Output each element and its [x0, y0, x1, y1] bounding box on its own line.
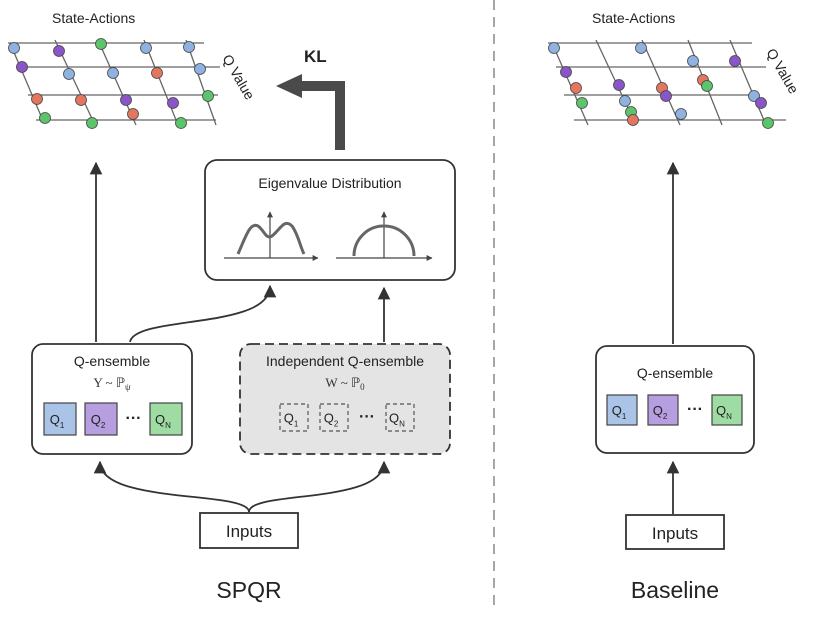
spqr-inputs-box: Inputs — [199, 512, 299, 549]
independent-q-box-1 — [279, 403, 309, 432]
state-action-node — [31, 93, 43, 105]
spqr-inputs-label: Inputs — [226, 522, 272, 541]
state-action-node — [660, 90, 672, 102]
state-action-node — [619, 95, 631, 107]
independent-ellipsis: ··· — [359, 409, 375, 426]
state-action-node — [120, 94, 132, 106]
state-action-node — [576, 97, 588, 109]
spqr-state-actions-label: State-Actions — [52, 10, 135, 26]
state-action-node — [63, 68, 75, 80]
spqr-q-box-label-3: QN — [155, 412, 171, 430]
state-action-node — [675, 108, 687, 120]
state-action-node — [39, 112, 51, 124]
state-action-node — [53, 45, 65, 57]
eigenvalue-distribution-box: Eigenvalue Distribution — [204, 159, 456, 281]
state-action-node — [687, 55, 699, 67]
baseline-ellipsis: ··· — [687, 401, 703, 418]
spqr-q-box-3 — [149, 402, 183, 436]
arrow-inputs-to-q-ensemble — [93, 460, 250, 513]
spqr-q-box-label-2: Q2 — [91, 412, 106, 430]
semicircle-distribution-plot — [336, 211, 433, 261]
kl-arrow — [276, 74, 345, 150]
kl-label: KL — [304, 47, 327, 66]
baseline-q-value-label: Q Value — [763, 46, 802, 97]
state-action-node — [151, 67, 163, 79]
baseline-q-box-label-1: Q1 — [612, 403, 627, 421]
state-action-node — [95, 38, 107, 50]
baseline-caption: Baseline — [631, 577, 719, 603]
state-action-node — [127, 108, 139, 120]
baseline-q-ensemble-title: Q-ensemble — [637, 365, 713, 381]
bimodal-distribution-plot — [224, 211, 319, 261]
state-action-node — [183, 41, 195, 53]
state-action-node — [613, 79, 625, 91]
state-action-node — [194, 63, 206, 75]
state-action-node — [16, 61, 28, 73]
state-action-node — [627, 114, 639, 126]
independent-title: Independent Q-ensemble — [266, 353, 424, 369]
state-action-node — [202, 90, 214, 102]
spqr-q-value-label: Q Value — [219, 52, 258, 103]
baseline-q-value-grid — [548, 39, 786, 129]
arrow-q-ensemble-to-eigen — [129, 284, 277, 343]
state-action-node — [140, 42, 152, 54]
baseline-q-box-label-3: QN — [716, 403, 732, 421]
independent-q-box-2 — [319, 403, 349, 432]
baseline-q-box-3 — [711, 394, 743, 426]
state-action-node — [748, 90, 760, 102]
independent-q-box-3 — [385, 403, 415, 432]
independent-formula: W ~ ℙ0 — [325, 375, 365, 392]
state-action-node — [86, 117, 98, 129]
independent-q-box-label-1: Q1 — [284, 411, 299, 429]
baseline-q-box-1 — [606, 394, 638, 426]
spqr-ellipsis: ··· — [126, 410, 142, 427]
baseline-inputs-label: Inputs — [652, 524, 698, 543]
state-action-node — [701, 80, 713, 92]
state-action-node — [560, 66, 572, 78]
spqr-q-box-label-1: Q1 — [50, 412, 65, 430]
baseline-q-box-2 — [647, 394, 679, 426]
arrow-inputs-to-independent — [248, 460, 391, 513]
state-action-node — [548, 42, 560, 54]
state-action-node — [107, 67, 119, 79]
spqr-q-ensemble-box: Q-ensemble Y ~ ℙψ Q1 Q2 QN ··· — [31, 343, 193, 455]
state-action-node — [175, 117, 187, 129]
spqr-caption: SPQR — [216, 577, 281, 603]
eigenvalue-title: Eigenvalue Distribution — [258, 175, 401, 191]
spqr-q-ensemble-formula: Y ~ ℙψ — [93, 375, 131, 392]
independent-q-box-label-2: Q2 — [324, 411, 339, 429]
state-action-node — [729, 55, 741, 67]
baseline-inputs-box: Inputs — [625, 514, 725, 550]
state-action-node — [75, 94, 87, 106]
state-action-node — [635, 42, 647, 54]
independent-q-box-label-3: QN — [389, 411, 405, 429]
baseline-q-ensemble-box: Q-ensemble Q1 Q2 QN ··· — [595, 345, 755, 454]
spqr-q-box-2 — [84, 402, 118, 436]
state-action-node — [762, 117, 774, 129]
independent-q-ensemble-box: Independent Q-ensemble W ~ ℙ0 Q1 Q2 QN ··· — [239, 343, 451, 455]
state-action-node — [755, 97, 767, 109]
baseline-state-actions-label: State-Actions — [592, 10, 675, 26]
state-action-node — [570, 82, 582, 94]
baseline-q-box-label-2: Q2 — [653, 403, 668, 421]
state-action-node — [167, 97, 179, 109]
spqr-q-box-1 — [43, 402, 77, 436]
spqr-q-value-grid — [8, 38, 220, 129]
state-action-node — [8, 42, 20, 54]
spqr-q-ensemble-title: Q-ensemble — [74, 353, 150, 369]
